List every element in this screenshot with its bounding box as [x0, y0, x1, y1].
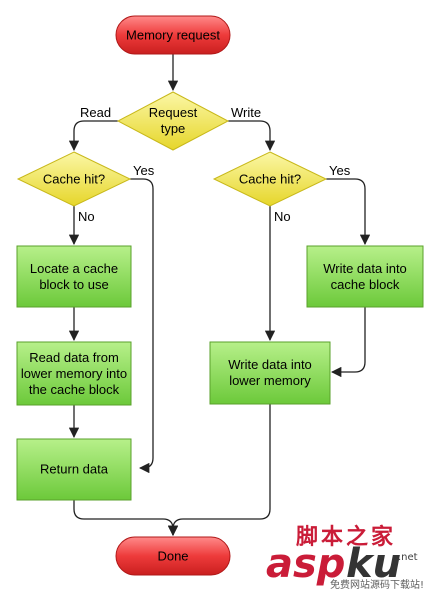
edge-right-yes: [326, 178, 371, 246]
watermark-asp: asp: [266, 541, 345, 587]
write-lower-process: Write data into lower memory: [209, 341, 331, 405]
read-lower-label-line3: the cache block: [29, 382, 120, 397]
edge-label-no-left: No: [78, 209, 95, 224]
edge-write-lower-to-done: [167, 404, 271, 537]
request-type-decision: Request type: [116, 91, 230, 151]
watermark-ku: ku: [346, 541, 401, 587]
return-data-label: Return data: [40, 462, 109, 477]
done-node: Done: [115, 536, 231, 576]
write-cache-label-line1: Write data into: [323, 261, 407, 276]
watermark-chinese: 脚本之家: [296, 524, 396, 550]
locate-block-label-line2: block to use: [39, 277, 108, 292]
edge-return-to-done: [73, 500, 179, 537]
write-lower-label-line1: Write data into: [228, 357, 312, 372]
write-cache-label-line2: cache block: [331, 277, 400, 292]
write-lower-label-line2: lower memory: [229, 373, 311, 388]
edge-label-yes-left: Yes: [133, 163, 155, 178]
edge-label-read: Read: [80, 105, 111, 120]
return-data-process: Return data: [16, 438, 132, 501]
cache-hit-right-label: Cache hit?: [239, 172, 301, 187]
done-node-label: Done: [157, 549, 188, 564]
start-node: Memory request: [115, 15, 231, 55]
edge-read-branch: [68, 120, 118, 152]
read-lower-process: Read data from lower memory into the cac…: [16, 341, 132, 406]
read-lower-label-line2: lower memory into: [21, 366, 127, 381]
edge-label-yes-right: Yes: [329, 163, 351, 178]
edge-left-yes: [130, 178, 154, 474]
locate-block-process: Locate a cache block to use: [16, 245, 132, 308]
edge-write-cache-to-write-lower: [330, 307, 366, 378]
request-type-label-line1: Request: [149, 105, 198, 120]
write-cache-process: Write data into cache block: [306, 245, 424, 308]
watermark-logo: 脚本之家 asp ku .net 免费网站源码下载站!: [266, 524, 424, 591]
edges: [68, 54, 371, 537]
watermark-subtitle: 免费网站源码下载站!: [330, 578, 424, 591]
edge-label-no-right: No: [274, 209, 291, 224]
cache-hit-left-decision: Cache hit?: [16, 151, 132, 207]
request-type-label-line2: type: [161, 121, 186, 136]
locate-block-label-line1: Locate a cache: [30, 261, 118, 276]
cache-hit-right-decision: Cache hit?: [212, 151, 328, 207]
edge-write-branch: [228, 120, 276, 152]
watermark-net: .net: [398, 552, 418, 563]
read-lower-label-line1: Read data from: [29, 350, 119, 365]
start-node-label: Memory request: [126, 28, 220, 43]
cache-hit-left-label: Cache hit?: [43, 172, 105, 187]
edge-label-write: Write: [231, 105, 261, 120]
